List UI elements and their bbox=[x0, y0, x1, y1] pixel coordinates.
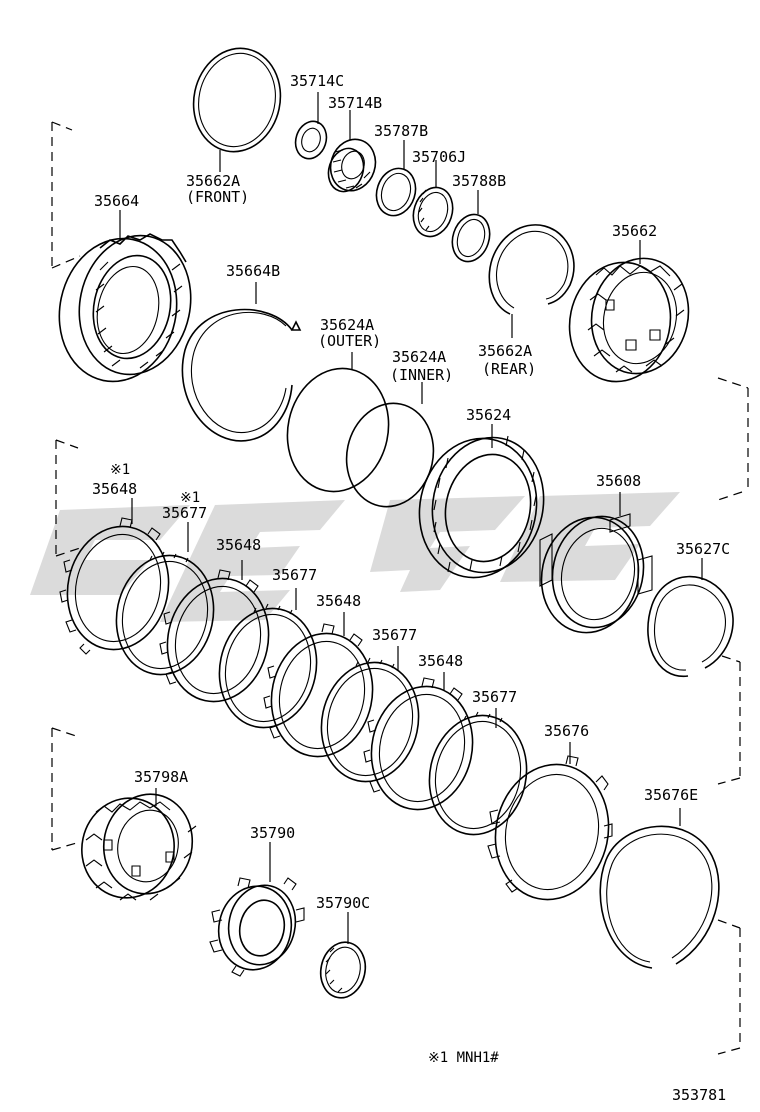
label-35677-4: 35677 bbox=[472, 688, 517, 706]
label-35662A-front-note: (FRONT) bbox=[186, 188, 249, 206]
label-35648-mark: ※1 bbox=[110, 462, 130, 478]
snap-ring-35676E bbox=[599, 808, 720, 969]
friction-ring-35677-2 bbox=[218, 588, 318, 729]
label-35608: 35608 bbox=[596, 472, 641, 490]
label-35787B: 35787B bbox=[374, 122, 428, 140]
bearing-35706J bbox=[412, 160, 454, 238]
friction-ring-35677-1 bbox=[115, 522, 215, 676]
label-35790C: 35790C bbox=[316, 894, 370, 912]
label-35624A-inner: 35624A bbox=[392, 348, 446, 366]
piston-35624 bbox=[418, 424, 545, 579]
cylinder-35662 bbox=[568, 240, 690, 383]
label-35677-1: 35677 bbox=[162, 504, 207, 522]
label-35662A-rear-note: (REAR) bbox=[482, 360, 536, 378]
seal-35624A-inner bbox=[345, 382, 435, 508]
label-35648-1: 35648 bbox=[92, 480, 137, 498]
one-way-clutch-35714B bbox=[327, 110, 377, 193]
footnote: ※1 MNH1# bbox=[428, 1050, 499, 1066]
washer-35714C bbox=[294, 92, 328, 160]
label-35627C: 35627C bbox=[676, 540, 730, 558]
label-35714B: 35714B bbox=[328, 94, 382, 112]
snap-ring-35662A-rear bbox=[488, 224, 575, 338]
label-35790: 35790 bbox=[250, 824, 295, 842]
reference-lines bbox=[51, 121, 749, 1055]
label-35664B: 35664B bbox=[226, 262, 280, 280]
reaction-plate-35676 bbox=[487, 742, 613, 901]
label-35676E: 35676E bbox=[644, 786, 698, 804]
clutch-drum-35664 bbox=[58, 210, 192, 383]
label-35662A-front: 35662A bbox=[186, 172, 240, 190]
label-35798A: 35798A bbox=[134, 768, 188, 786]
label-35788B: 35788B bbox=[452, 172, 506, 190]
hub-35608 bbox=[539, 492, 653, 634]
snap-ring-35664B bbox=[181, 282, 302, 442]
clutch-disc-35648-1 bbox=[59, 498, 170, 655]
friction-ring-35677-3 bbox=[320, 646, 420, 783]
label-35664: 35664 bbox=[94, 192, 139, 210]
label-35624A-outer: 35624A bbox=[320, 316, 374, 334]
seal-35624A-outer bbox=[286, 352, 390, 493]
washer-35787B bbox=[375, 140, 417, 217]
clutch-disc-35648-4 bbox=[363, 672, 474, 811]
clutch-disc-35648-2 bbox=[159, 560, 270, 703]
diagram-number: 353781 bbox=[672, 1086, 726, 1104]
label-35662: 35662 bbox=[612, 222, 657, 240]
snap-ring-35662A-front bbox=[192, 47, 282, 172]
snap-ring-35627C bbox=[647, 558, 734, 677]
part-labels: 35714C 35714B 35787B 35706J 35788B 35662… bbox=[92, 72, 730, 1104]
clutch-disc-35648-3 bbox=[263, 612, 374, 758]
label-35624A-outer-note: (OUTER) bbox=[318, 332, 381, 350]
label-35624A-inner-note: (INNER) bbox=[390, 366, 453, 384]
label-35648-2: 35648 bbox=[216, 536, 261, 554]
label-35677-2: 35677 bbox=[272, 566, 317, 584]
hub-35790 bbox=[209, 842, 305, 977]
bearing-35790C bbox=[319, 912, 367, 999]
washer-35788B bbox=[451, 190, 491, 263]
label-35648-4: 35648 bbox=[418, 652, 463, 670]
label-35662A-rear: 35662A bbox=[478, 342, 532, 360]
label-35677-3: 35677 bbox=[372, 626, 417, 644]
label-35714C: 35714C bbox=[290, 72, 344, 90]
label-35648-3: 35648 bbox=[316, 592, 361, 610]
label-35706J: 35706J bbox=[412, 148, 466, 166]
outer-race-35798A bbox=[81, 788, 197, 901]
label-35677-mark: ※1 bbox=[180, 490, 200, 506]
label-35624: 35624 bbox=[466, 406, 511, 424]
label-35676: 35676 bbox=[544, 722, 589, 740]
friction-ring-35677-4 bbox=[428, 708, 528, 836]
